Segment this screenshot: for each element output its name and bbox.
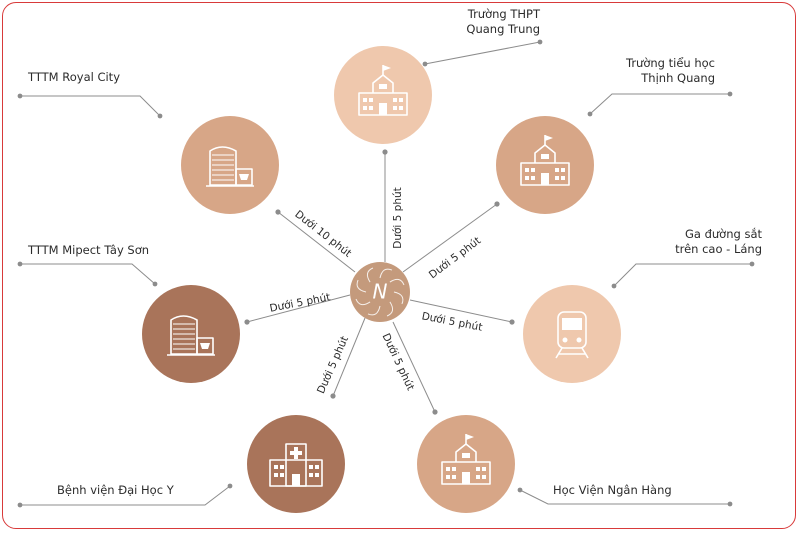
leader-lines: [17, 39, 755, 508]
leader-dot-mipect: [152, 281, 158, 287]
hub-ornament: [355, 267, 405, 317]
leader-dot-tieuhoc: [587, 111, 593, 117]
connector-benhvien: [332, 317, 366, 397]
leader-royal: [20, 95, 161, 117]
project-hub: N: [350, 262, 410, 322]
node-tieuhoc: [496, 116, 594, 214]
connectors: [244, 149, 515, 415]
leader-dot-hocvien: [517, 487, 523, 493]
title-benhvien-line-0: Bệnh viện Đại Học Y: [57, 483, 175, 497]
node-thpt: [334, 46, 432, 144]
hub-circle: [350, 262, 410, 322]
travel-time-thpt: Dưới 5 phút: [392, 187, 404, 249]
shopping-mall-icon: [206, 146, 254, 187]
travel-time-tieuhoc: Dưới 5 phút: [427, 235, 483, 282]
title-mipect-line-0: TTTM Mipect Tây Sơn: [27, 243, 149, 257]
connector-dot-royal: [275, 209, 281, 215]
node-circle-ga: [523, 285, 621, 383]
leader-dot-ga: [611, 283, 617, 289]
leader-ga: [613, 263, 752, 287]
node-benhvien: [247, 415, 345, 513]
connector-dot-thpt: [382, 149, 388, 155]
travel-time-hocvien: Dưới 5 phút: [380, 332, 417, 393]
shopping-mall-icon: [167, 315, 215, 356]
leader-hocvien: [519, 489, 730, 505]
destination-nodes: [142, 46, 621, 513]
connector-dot-hocvien: [432, 409, 438, 415]
title-tieuhoc-line-0: Trường tiểu học: [625, 56, 715, 70]
leader-end-dot-thpt: [537, 39, 543, 45]
title-ga-line-0: Ga đường sắt: [685, 227, 763, 241]
leader-dot-royal: [157, 113, 163, 119]
node-circle-benhvien: [247, 415, 345, 513]
title-tieuhoc-line-1: Thịnh Quang: [640, 71, 715, 85]
leader-end-dot-hocvien: [727, 501, 733, 507]
leader-dot-thpt: [422, 61, 428, 67]
leader-end-dot-ga: [749, 261, 755, 267]
node-circle-tieuhoc: [496, 116, 594, 214]
leader-end-dot-royal: [17, 93, 23, 99]
travel-time-royal: Dưới 10 phút: [292, 208, 353, 259]
title-ga-line-1: trên cao - Láng: [675, 242, 762, 256]
node-circle-thpt: [334, 46, 432, 144]
connector-royal: [277, 211, 356, 273]
travel-time-mipect: Dưới 5 phút: [269, 291, 332, 315]
connector-dot-tieuhoc: [494, 201, 500, 207]
leader-mipect: [20, 263, 156, 285]
connector-tieuhoc: [402, 203, 498, 273]
school-building-icon: [358, 65, 408, 116]
node-circle-hocvien: [417, 415, 515, 513]
hub-logo-letter: N: [373, 280, 388, 304]
school-building-icon: [441, 434, 491, 485]
leader-tieuhoc: [589, 93, 730, 115]
leader-dot-benhvien: [227, 483, 233, 489]
connector-ga: [409, 299, 513, 323]
title-thpt-line-0: Trường THPT: [467, 7, 541, 21]
connector-hocvien: [392, 321, 436, 413]
hospital-icon: [269, 443, 323, 487]
title-hocvien-line-0: Học Viện Ngân Hàng: [553, 483, 672, 497]
title-royal-line-0: TTTM Royal City: [27, 70, 120, 84]
node-hocvien: [417, 415, 515, 513]
leader-thpt: [424, 41, 541, 65]
connector-mipect: [246, 294, 351, 323]
school-building-icon: [520, 135, 570, 186]
connector-dot-ga: [509, 319, 515, 325]
leader-end-dot-tieuhoc: [727, 91, 733, 97]
leader-end-dot-benhvien: [17, 502, 23, 508]
train-icon: [555, 311, 589, 359]
connector-dot-mipect: [244, 319, 250, 325]
leader-end-dot-mipect: [17, 261, 23, 267]
connector-dot-benhvien: [330, 393, 336, 399]
node-ga: [523, 285, 621, 383]
leader-benhvien: [20, 485, 231, 506]
node-mipect: [142, 285, 240, 383]
title-thpt-line-1: Quang Trung: [466, 22, 540, 36]
node-royal: [181, 116, 279, 214]
